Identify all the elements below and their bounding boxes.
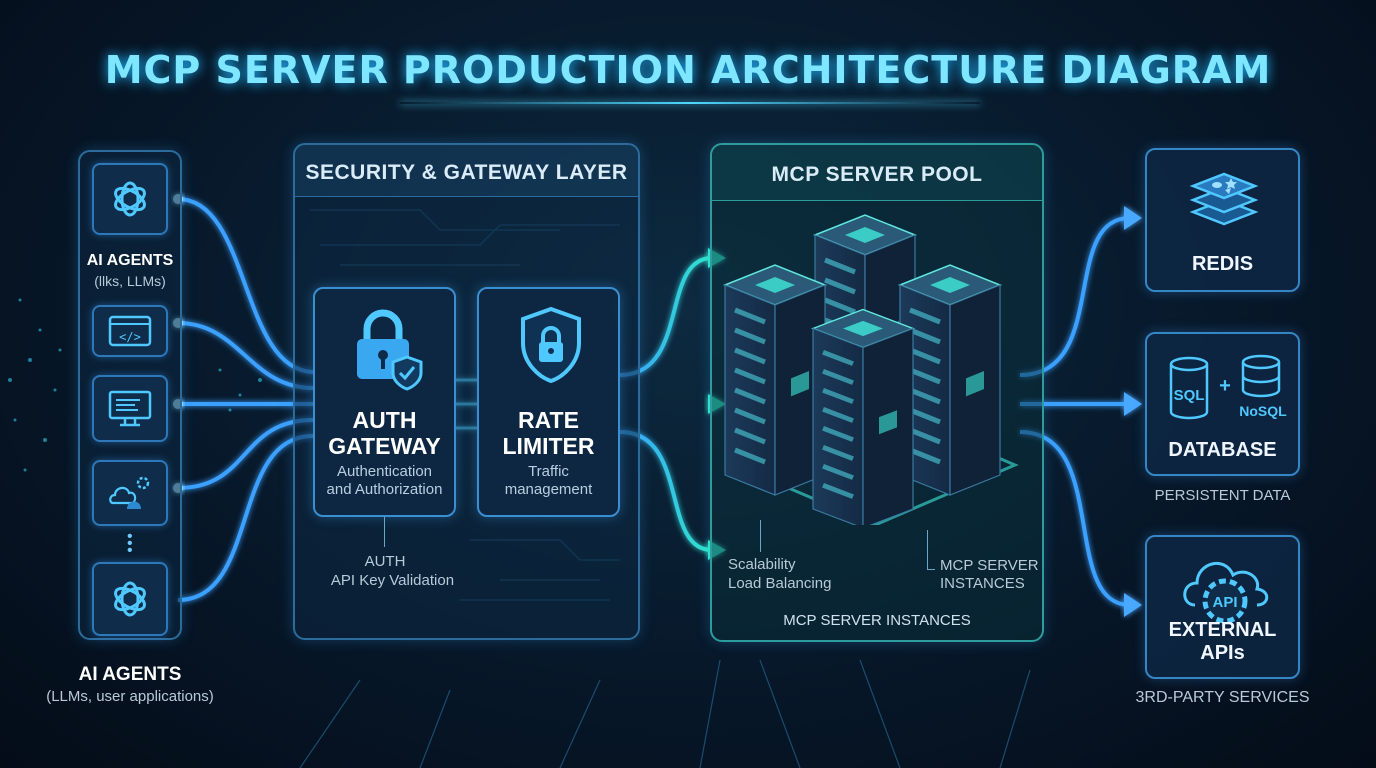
scalability-connector xyxy=(760,520,761,552)
external-apis-caption: 3RD-PARTY SERVICES xyxy=(1135,689,1310,706)
shield-lock-icon xyxy=(521,306,581,384)
agent-cloud-service[interactable] xyxy=(92,460,168,526)
openai-logo-icon xyxy=(114,181,146,217)
agent-openai-2[interactable] xyxy=(92,562,168,636)
pool-left-note-2: Load Balancing xyxy=(728,575,832,592)
pool-footer: MCP SERVER INSTANCES xyxy=(783,612,971,629)
agent-code[interactable]: </> xyxy=(92,305,168,357)
database-caption: PERSISTENT DATA xyxy=(1154,487,1291,504)
agents-sublabel: (llks, LLMs) xyxy=(94,273,166,289)
external-apis-label: EXTERNAL APIs xyxy=(1168,619,1277,664)
cloud-gear-icon xyxy=(109,476,150,509)
sql-text: SQL xyxy=(1174,387,1205,404)
agent-openai-1[interactable] xyxy=(92,163,168,235)
redis-label: REDIS xyxy=(1191,253,1254,275)
server-rack-cluster-icon xyxy=(715,205,1019,525)
resource-arrowheads xyxy=(1124,206,1142,617)
monitor-icon xyxy=(108,390,152,426)
auth-note-2: API Key Validation xyxy=(330,572,455,589)
sql-nosql-database-icon: SQL + NoSQL xyxy=(1169,354,1287,420)
agents-bottom-label: AI AGENTS xyxy=(78,664,182,685)
agent-flow-lines xyxy=(177,197,314,602)
page-title: MCP SERVER PRODUCTION ARCHITECTURE DIAGR… xyxy=(104,48,1272,92)
security-header: SECURITY & GATEWAY LAYER xyxy=(295,145,638,197)
auth-note-connector xyxy=(384,517,385,547)
code-window-icon: </> xyxy=(108,315,152,347)
more-agents-ellipsis-icon: ••• xyxy=(127,528,133,559)
agents-label: AI AGENTS xyxy=(86,252,174,269)
external-apis-box[interactable]: API EXTERNAL APIs xyxy=(1145,535,1300,679)
lock-shield-icon xyxy=(357,309,423,391)
pool-left-note-1: Scalability xyxy=(728,556,796,573)
nosql-text: NoSQL xyxy=(1239,403,1287,419)
auth-note-1: AUTH xyxy=(364,553,406,570)
openai-logo-icon xyxy=(114,581,146,617)
agents-bottom-sublabel: (LLMs, user applications) xyxy=(46,688,214,705)
plus-text: + xyxy=(1219,375,1231,397)
api-text: API xyxy=(1212,594,1237,611)
instances-connector xyxy=(927,530,935,570)
title-underline xyxy=(400,102,980,104)
svg-text:</>: </> xyxy=(119,330,141,344)
pool-right-note-2: INSTANCES xyxy=(940,575,1025,592)
database-box[interactable]: SQL + NoSQL DATABASE xyxy=(1145,332,1300,476)
agent-desktop[interactable] xyxy=(92,375,168,442)
cloud-api-gear-icon: API xyxy=(1183,562,1269,624)
pool-right-note-1: MCP SERVER xyxy=(940,557,1039,574)
database-label: DATABASE xyxy=(1168,439,1277,461)
data-particles xyxy=(8,298,262,472)
redis-box[interactable]: REDIS xyxy=(1145,148,1300,292)
redis-stack-icon xyxy=(1189,172,1259,226)
pool-header: MCP SERVER POOL xyxy=(712,145,1042,201)
